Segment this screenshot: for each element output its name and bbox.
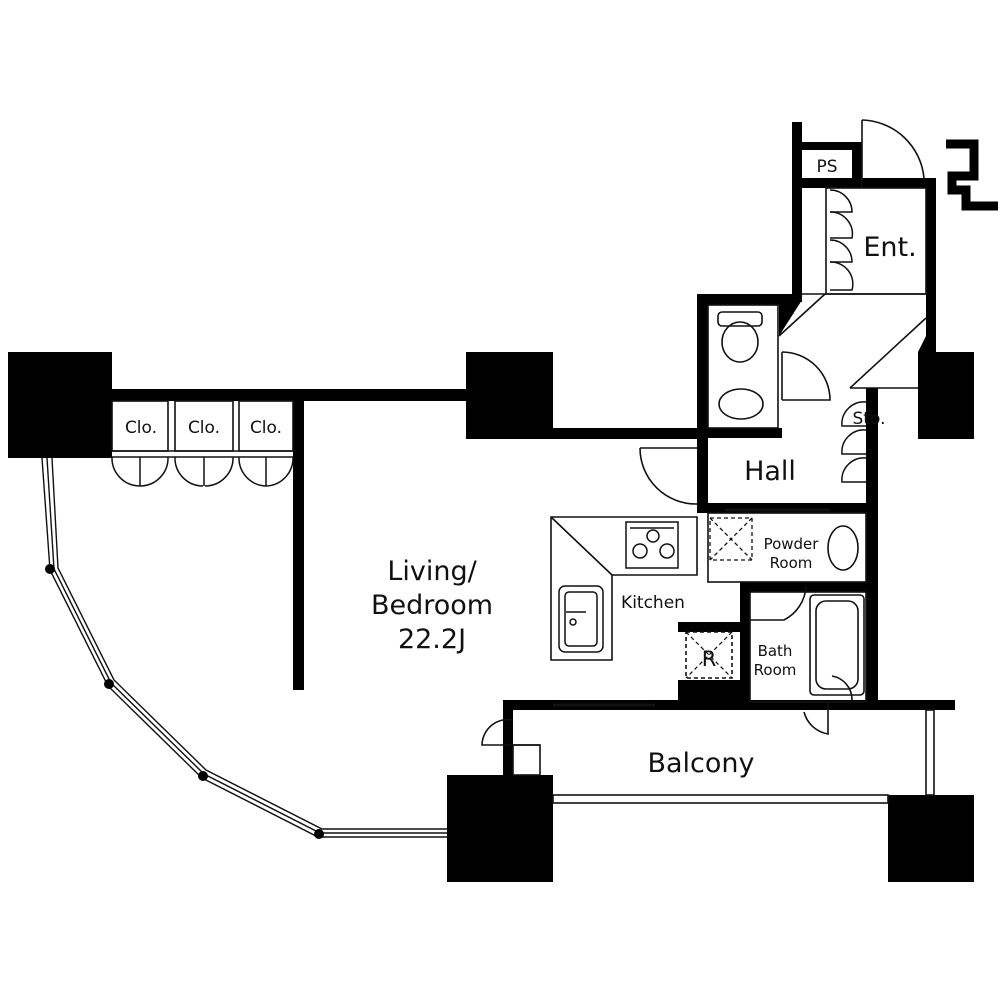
kitchen-counter-corner <box>550 516 613 576</box>
toilet-basin <box>718 388 764 420</box>
wall-toilet-corner <box>779 294 802 336</box>
column-bottom-right <box>888 795 974 882</box>
closet-2-label: Clo. <box>188 418 220 438</box>
column-top-middle <box>466 352 553 439</box>
wall-ps-right <box>852 142 862 188</box>
toilet-door-swing <box>781 351 831 401</box>
wall-ps-top <box>802 142 862 150</box>
wall-entry-right <box>926 178 936 354</box>
wall-entry-top <box>802 178 928 188</box>
closet-1-label: Clo. <box>125 418 157 438</box>
bath-label-line2: Room <box>754 661 797 679</box>
living-label-line1: Living/ <box>387 556 477 587</box>
living-size-label: 22.2J <box>398 624 466 655</box>
wall-closet-partition <box>293 401 304 690</box>
window-mullions <box>45 564 324 839</box>
wall-entry-left <box>792 122 802 302</box>
closet-doors <box>111 450 294 487</box>
wall-toilet-left <box>697 294 708 504</box>
outdoor-steps <box>946 139 998 211</box>
bath-lower-door-2 <box>831 675 853 701</box>
entry-diagonal-left <box>778 293 826 337</box>
curtain-wall-windows <box>41 457 447 838</box>
toilet-room-frame <box>707 304 779 429</box>
wall-balcony-left <box>503 700 513 776</box>
hall-label: Hall <box>744 456 796 487</box>
entrance-label: Ent. <box>863 232 916 263</box>
bath-lower-door <box>803 702 829 735</box>
living-label-line2: Bedroom <box>371 590 493 621</box>
doors <box>481 119 925 776</box>
wall-fridge-bottom <box>678 680 740 702</box>
powder-sink <box>827 525 859 571</box>
powder-room-fixture <box>709 517 753 561</box>
wall-balcony-line <box>503 700 955 710</box>
ps-label: PS <box>816 157 837 177</box>
wall-toilet-top <box>697 294 792 305</box>
balcony-door-swing <box>481 718 514 746</box>
bath-label-line1: Bath <box>758 642 793 660</box>
wall-bath-top <box>740 582 878 592</box>
kitchen-sink-icon <box>558 585 604 653</box>
storage-label: Sto. <box>853 409 886 429</box>
entrance-door-swing <box>861 119 925 179</box>
kitchen-label: Kitchen <box>621 593 685 613</box>
fridge-cross <box>685 631 733 679</box>
window-mid <box>46 457 447 834</box>
stove-icon <box>625 521 679 569</box>
powder-label-line2: Room <box>770 554 813 572</box>
mullion-1 <box>45 564 55 574</box>
column-top-left <box>8 352 112 458</box>
wall-powder-top <box>697 503 878 513</box>
powder-label-line1: Powder <box>764 535 820 553</box>
wall-north-kitchen <box>553 428 698 439</box>
balcony-label: Balcony <box>647 748 754 779</box>
bathtub-inner <box>815 600 859 690</box>
wall-toilet-bottom <box>697 428 782 438</box>
hall-storage-doors <box>841 401 867 483</box>
mullion-4 <box>314 829 324 839</box>
wall-hall-right <box>866 388 878 702</box>
mullion-3 <box>198 771 208 781</box>
wall-north-living <box>112 389 466 401</box>
bath-room-frame <box>749 591 867 703</box>
mullion-2 <box>104 679 114 689</box>
entry-diagonal-right <box>849 317 927 389</box>
toilet-fixture <box>717 311 763 363</box>
wall-storage-corner <box>918 318 935 380</box>
columns <box>8 352 974 882</box>
hall-door-swing <box>639 447 698 505</box>
outlines <box>111 187 935 804</box>
bathtub-outer <box>809 594 865 696</box>
column-bottom-middle <box>447 775 553 882</box>
entrance-closet-doors <box>829 189 854 291</box>
walls <box>112 122 955 776</box>
balcony-right-rail <box>925 709 935 796</box>
wall-kitchen-stub <box>678 622 740 632</box>
bath-door-swing <box>750 585 807 621</box>
balcony-railing <box>552 794 889 804</box>
fridge-space <box>685 631 733 679</box>
balcony-door-frame <box>512 744 541 776</box>
fridge-label: R <box>702 647 717 671</box>
powder-room-frame <box>707 512 867 583</box>
closet-3-label: Clo. <box>250 418 282 438</box>
window-inner <box>51 457 447 830</box>
window-outer <box>41 457 447 838</box>
wall-bath-left <box>740 582 750 702</box>
